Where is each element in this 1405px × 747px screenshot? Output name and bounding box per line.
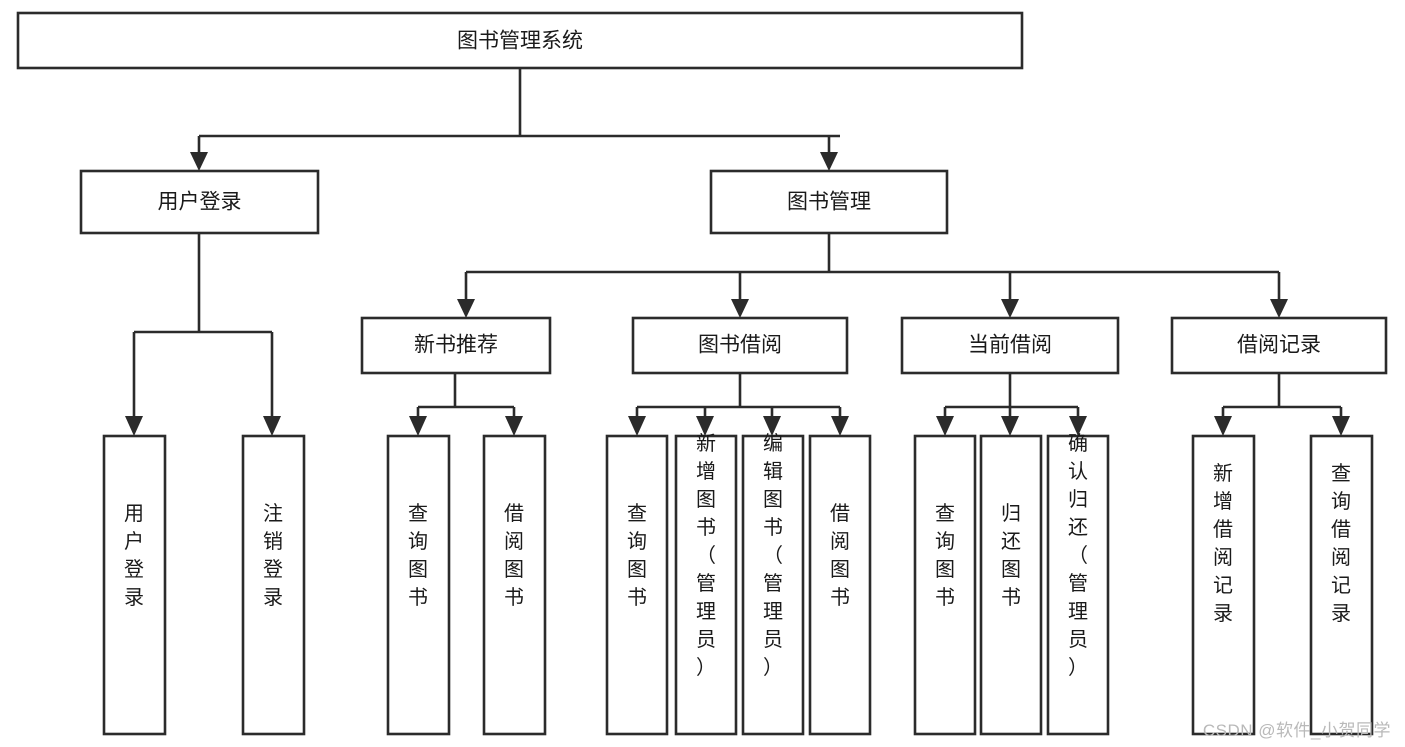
leaf-node-cb-query-book[interactable]: 查询图书 [913, 434, 977, 736]
node-root-system[interactable]: 图书管理系统 [16, 11, 1024, 70]
node-label-book-manage: 图书管理 [787, 191, 871, 214]
connectors-new-book-to-leaves [416, 373, 516, 423]
leaf-label-bb-add-book: 新增图书（管理员） [696, 432, 716, 679]
arrow-heads [125, 152, 1350, 436]
node-new-book-recommend[interactable]: 新书推荐 [360, 316, 552, 375]
connectors-book-manage-to-level3 [464, 233, 1281, 305]
leaf-node-cb-return-book[interactable]: 归还图书 [979, 434, 1043, 736]
leaf-label-br-query-record: 查询借阅记录 [1331, 462, 1351, 625]
leaf-label-cb-query-book: 查询图书 [935, 502, 955, 609]
connectors-borrow-record-to-leaves [1221, 373, 1343, 423]
connectors-root-to-level2 [197, 68, 840, 158]
leaf-label-bb-borrow-book: 借阅图书 [830, 502, 850, 609]
node-book-borrow[interactable]: 图书借阅 [631, 316, 849, 375]
node-book-manage[interactable]: 图书管理 [709, 169, 949, 235]
leaf-node-bb-edit-book[interactable]: 编辑图书（管理员） [741, 432, 805, 736]
leaf-node-nb-borrow-book[interactable]: 借阅图书 [482, 434, 547, 736]
node-label-user-login: 用户登录 [158, 191, 242, 214]
leaf-label-nb-query-book: 查询图书 [408, 502, 428, 609]
leaf-label-bb-query-book: 查询图书 [627, 502, 647, 609]
connectors-user-login-to-leaves [132, 233, 274, 423]
leaf-label-br-add-record: 新增借阅记录 [1213, 462, 1233, 625]
leaf-node-br-add-record[interactable]: 新增借阅记录 [1191, 434, 1256, 736]
leaf-node-bb-add-book[interactable]: 新增图书（管理员） [674, 432, 738, 736]
node-label-borrow-record: 借阅记录 [1237, 334, 1321, 357]
leaf-label-cb-return-book: 归还图书 [1001, 502, 1021, 609]
leaf-node-bb-borrow-book[interactable]: 借阅图书 [808, 434, 872, 736]
connectors-current-borrow-to-leaves [943, 373, 1080, 423]
node-label-current-borrow: 当前借阅 [968, 334, 1052, 357]
node-current-borrow[interactable]: 当前借阅 [900, 316, 1120, 375]
node-label-root-system: 图书管理系统 [457, 30, 583, 53]
connectors-book-borrow-to-leaves [635, 373, 842, 423]
leaf-node-nb-query-book[interactable]: 查询图书 [386, 434, 451, 736]
leaf-node-logout[interactable]: 注销登录 [241, 434, 306, 736]
leaf-node-br-query-record[interactable]: 查询借阅记录 [1309, 434, 1374, 736]
leaf-label-nb-borrow-book: 借阅图书 [504, 502, 524, 609]
node-label-book-borrow: 图书借阅 [698, 334, 782, 357]
leaf-label-user-login: 用户登录 [124, 503, 144, 609]
node-user-login[interactable]: 用户登录 [79, 169, 320, 235]
leaf-label-bb-edit-book: 编辑图书（管理员） [763, 432, 783, 679]
node-label-new-book-recommend: 新书推荐 [414, 334, 498, 357]
leaf-node-bb-query-book[interactable]: 查询图书 [605, 434, 669, 736]
leaf-label-logout: 注销登录 [263, 502, 283, 609]
leaf-node-user-login[interactable]: 用户登录 [102, 434, 167, 736]
leaf-node-cb-confirm-return[interactable]: 确认归还（管理员） [1046, 432, 1110, 736]
leaf-label-cb-confirm-return: 确认归还（管理员） [1068, 432, 1088, 679]
node-borrow-record[interactable]: 借阅记录 [1170, 316, 1388, 375]
